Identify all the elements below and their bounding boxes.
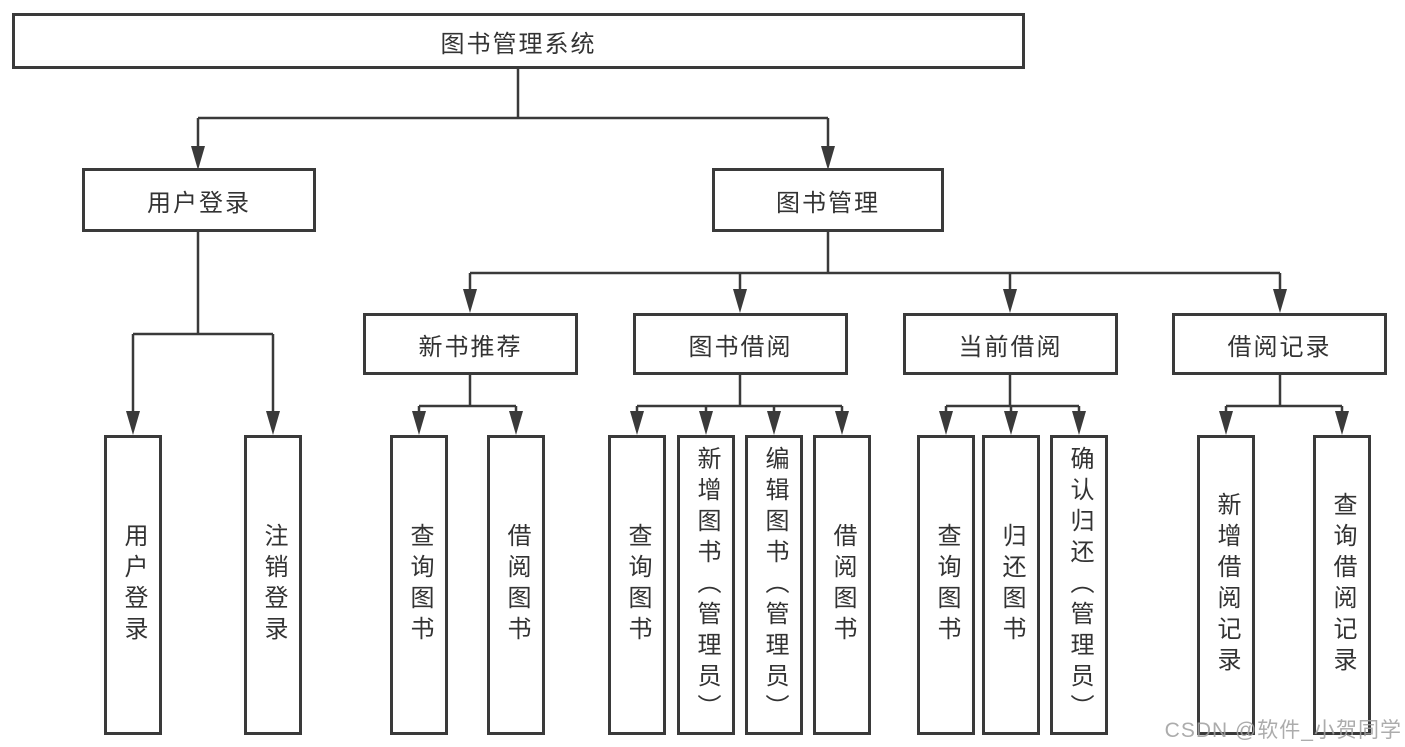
leaf-label: 编辑图书（管理员） — [761, 445, 788, 725]
arrowhead-icons — [126, 146, 1349, 435]
node-label: 新书推荐 — [418, 333, 523, 361]
leaf-query-books-current: 查询图书 — [917, 435, 975, 735]
node-label: 图书管理 — [776, 189, 880, 217]
node-book-borrow: 图书借阅 — [633, 313, 848, 375]
leaf-label: 用户登录 — [120, 523, 147, 647]
node-label: 借阅记录 — [1227, 333, 1332, 361]
leaf-return-books: 归还图书 — [982, 435, 1040, 735]
arrow-down-icon — [1219, 411, 1233, 435]
arrow-down-icon — [126, 411, 140, 435]
leaf-query-books-recommend: 查询图书 — [390, 435, 448, 735]
leaf-label: 归还图书 — [998, 523, 1025, 647]
leaf-label: 查询图书 — [624, 523, 651, 647]
leaf-label: 查询图书 — [933, 523, 960, 647]
node-current-borrow: 当前借阅 — [903, 313, 1118, 375]
node-borrow-records: 借阅记录 — [1172, 313, 1387, 375]
node-book-management: 图书管理 — [712, 168, 944, 232]
leaf-label: 查询图书 — [406, 523, 433, 647]
leaf-logout: 注销登录 — [244, 435, 302, 735]
arrow-down-icon — [767, 411, 781, 435]
arrow-down-icon — [1273, 289, 1287, 313]
arrow-down-icon — [463, 289, 477, 313]
leaf-add-books-admin: 新增图书（管理员） — [677, 435, 735, 735]
node-label: 图书管理系统 — [440, 30, 597, 58]
node-user-login: 用户登录 — [82, 168, 316, 232]
leaf-query-books-borrow: 查询图书 — [608, 435, 666, 735]
leaf-label: 借阅图书 — [829, 523, 856, 647]
node-new-book-recommend: 新书推荐 — [363, 313, 578, 375]
node-label: 图书借阅 — [688, 333, 793, 361]
arrow-down-icon — [699, 411, 713, 435]
arrow-down-icon — [1003, 289, 1017, 313]
leaf-add-borrow-record: 新增借阅记录 — [1197, 435, 1255, 735]
arrow-down-icon — [821, 146, 835, 170]
node-label: 用户登录 — [147, 189, 251, 217]
arrow-down-icon — [191, 146, 205, 170]
arrow-down-icon — [266, 411, 280, 435]
node-root-library-system: 图书管理系统 — [12, 13, 1025, 69]
leaf-label: 查询借阅记录 — [1329, 492, 1356, 678]
leaf-query-borrow-record: 查询借阅记录 — [1313, 435, 1371, 735]
arrow-down-icon — [630, 411, 644, 435]
leaf-label: 借阅图书 — [503, 523, 530, 647]
leaf-user-login: 用户登录 — [104, 435, 162, 735]
arrow-down-icon — [835, 411, 849, 435]
leaf-label: 注销登录 — [260, 523, 287, 647]
leaf-label: 新增图书（管理员） — [693, 445, 720, 725]
arrow-down-icon — [412, 411, 426, 435]
csdn-watermark: CSDN @软件_小贺同学 — [1164, 719, 1402, 742]
arrow-down-icon — [733, 289, 747, 313]
arrow-down-icon — [939, 411, 953, 435]
leaf-borrow-books: 借阅图书 — [813, 435, 871, 735]
leaf-label: 确认归还（管理员） — [1066, 445, 1093, 725]
leaf-confirm-return-admin: 确认归还（管理员） — [1050, 435, 1108, 735]
arrow-down-icon — [1072, 411, 1086, 435]
leaf-borrow-books-recommend: 借阅图书 — [487, 435, 545, 735]
leaf-edit-books-admin: 编辑图书（管理员） — [745, 435, 803, 735]
node-label: 当前借阅 — [958, 333, 1063, 361]
connector-path — [131, 69, 1344, 414]
arrow-down-icon — [509, 411, 523, 435]
leaf-label: 新增借阅记录 — [1213, 492, 1240, 678]
arrow-down-icon — [1335, 411, 1349, 435]
arrow-down-icon — [1004, 411, 1018, 435]
